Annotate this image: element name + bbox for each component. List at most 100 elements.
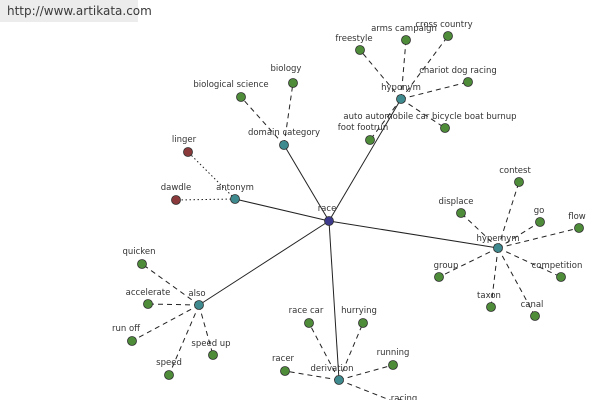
label-speed[interactable]: speed <box>156 358 182 368</box>
node-quicken[interactable] <box>137 259 147 269</box>
node-foot-footrun[interactable] <box>365 135 375 145</box>
label-chariot-dog-racing[interactable]: chariot dog racing <box>419 66 497 76</box>
label-foot-footrun[interactable]: foot footrun <box>338 123 388 133</box>
node-also[interactable] <box>194 300 204 310</box>
label-hurrying[interactable]: hurrying <box>341 306 377 316</box>
node-race-car[interactable] <box>304 318 314 328</box>
node-group[interactable] <box>434 272 444 282</box>
label-contest[interactable]: contest <box>499 166 531 176</box>
node-displace[interactable] <box>456 208 466 218</box>
label-cross-country[interactable]: cross country <box>415 20 472 30</box>
edge-hypernym-flow <box>497 227 580 249</box>
edge-antonym-dawdle <box>175 198 236 201</box>
edge-domain-category-biological-science <box>240 96 285 146</box>
node-hypernym[interactable] <box>493 243 503 253</box>
node-hyponym[interactable] <box>396 94 406 104</box>
label-derivation[interactable]: derivation <box>310 364 353 374</box>
label-running[interactable]: running <box>377 348 410 358</box>
label-biology[interactable]: biology <box>271 64 302 74</box>
node-antonym[interactable] <box>230 194 240 204</box>
edge-race-domain-category <box>283 144 330 222</box>
edge-also-quicken <box>141 263 200 306</box>
edge-domain-category-biology <box>283 82 294 146</box>
label-run-off[interactable]: run off <box>112 324 141 334</box>
edge-hypernym-competition <box>497 247 562 278</box>
label-domain-category[interactable]: domain category <box>248 128 320 138</box>
label-antonym[interactable]: antonym <box>216 183 254 193</box>
label-accelerate[interactable]: accelerate <box>126 288 171 298</box>
label-group[interactable]: group <box>434 261 459 271</box>
label-hyponym[interactable]: hyponym <box>381 83 421 93</box>
node-speed-up[interactable] <box>208 350 218 360</box>
node-dawdle[interactable] <box>171 195 181 205</box>
edge-hyponym-cross-country <box>400 35 449 100</box>
edge-race-antonym <box>234 198 330 222</box>
node-race[interactable] <box>324 216 334 226</box>
edge-hypernym-taxon <box>490 247 499 308</box>
node-run-off[interactable] <box>127 336 137 346</box>
label-speed-up[interactable]: speed up <box>191 339 230 349</box>
node-competition[interactable] <box>556 272 566 282</box>
edge-derivation-race-car <box>308 322 340 381</box>
node-auto-automobile-car-bicycle-boat-burnup[interactable] <box>440 123 450 133</box>
node-hurrying[interactable] <box>358 318 368 328</box>
label-canal[interactable]: canal <box>521 300 544 310</box>
node-accelerate[interactable] <box>143 299 153 309</box>
label-go[interactable]: go <box>534 206 545 216</box>
node-contest[interactable] <box>514 177 524 187</box>
label-race[interactable]: race <box>318 204 337 214</box>
edge-hyponym-chariot-dog-racing <box>400 81 469 100</box>
edge-also-speed <box>168 304 200 376</box>
edge-derivation-racing <box>338 379 392 400</box>
edge-antonym-linger <box>187 151 236 200</box>
edge-race-derivation <box>328 220 340 381</box>
label-hypernym[interactable]: hypernym <box>476 234 519 244</box>
node-running[interactable] <box>388 360 398 370</box>
node-speed[interactable] <box>164 370 174 380</box>
node-biological-science[interactable] <box>236 92 246 102</box>
node-domain-category[interactable] <box>279 140 289 150</box>
node-go[interactable] <box>535 217 545 227</box>
edge-hyponym-arms-campaign <box>400 39 407 100</box>
label-linger[interactable]: linger <box>172 135 197 145</box>
edge-hypernym-contest <box>497 181 520 249</box>
label-flow[interactable]: flow <box>568 212 586 222</box>
url-banner: http://www.artikata.com <box>0 0 152 22</box>
edge-hypernym-group <box>438 247 499 278</box>
edge-also-run-off <box>131 304 200 342</box>
label-also[interactable]: also <box>188 289 205 299</box>
node-cross-country[interactable] <box>443 31 453 41</box>
edge-derivation-hurrying <box>338 322 364 381</box>
label-freestyle[interactable]: freestyle <box>335 34 372 44</box>
label-arms-campaign[interactable]: arms campaign <box>371 24 437 34</box>
label-race-car[interactable]: race car <box>289 306 324 316</box>
node-biology[interactable] <box>288 78 298 88</box>
node-chariot-dog-racing[interactable] <box>463 77 473 87</box>
label-taxon[interactable]: taxon <box>477 291 501 301</box>
url-link[interactable]: http://www.artikata.com <box>7 4 152 18</box>
node-taxon[interactable] <box>486 302 496 312</box>
label-biological-science[interactable]: biological science <box>193 80 268 90</box>
node-racer[interactable] <box>280 366 290 376</box>
node-flow[interactable] <box>574 223 584 233</box>
edge-hypernym-canal <box>497 247 536 317</box>
label-displace[interactable]: displace <box>438 197 473 207</box>
edge-race-also <box>198 220 330 306</box>
label-auto-automobile-car-bicycle-boat-burnup[interactable]: auto automobile car bicycle boat burnup <box>343 112 516 122</box>
edge-hyponym-freestyle <box>359 49 402 100</box>
edge-derivation-running <box>338 364 394 381</box>
edge-race-hypernym <box>328 220 499 249</box>
label-racer[interactable]: racer <box>272 354 295 364</box>
node-arms-campaign[interactable] <box>401 35 411 45</box>
label-dawdle[interactable]: dawdle <box>161 183 192 193</box>
edge-also-accelerate <box>147 303 200 306</box>
node-derivation[interactable] <box>334 375 344 385</box>
label-competition[interactable]: competition <box>532 261 583 271</box>
edge-race-hyponym <box>328 98 402 222</box>
node-freestyle[interactable] <box>355 45 365 55</box>
label-quicken[interactable]: quicken <box>122 247 155 257</box>
node-canal[interactable] <box>530 311 540 321</box>
label-racing[interactable]: racing <box>391 394 418 400</box>
node-linger[interactable] <box>183 147 193 157</box>
